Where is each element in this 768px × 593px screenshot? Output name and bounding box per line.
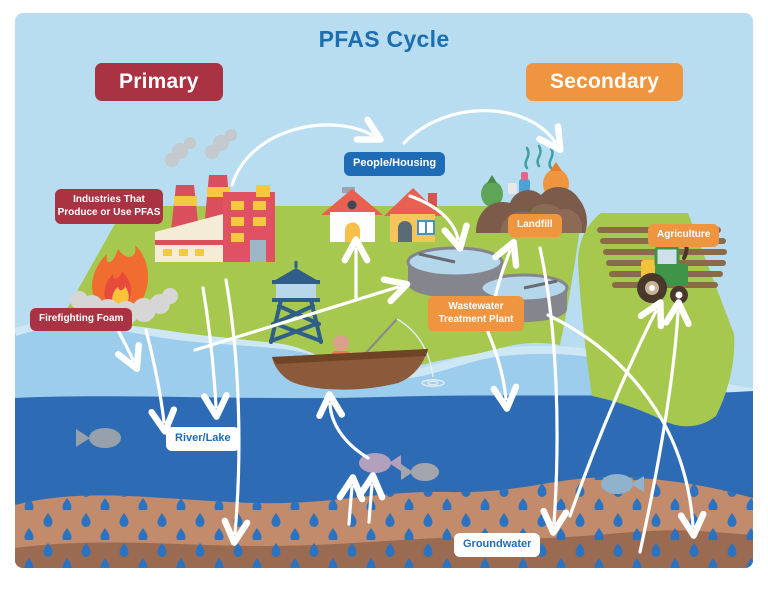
fishing-boat-icon [272,318,445,390]
secondary-legend-badge: Secondary [526,63,684,101]
primary-legend-badge: Primary [95,63,223,101]
water-tower-icon [269,261,323,344]
label-firefighting-foam: Firefighting Foam [30,308,133,331]
arrow-plant-to-groundwater-right [546,313,707,539]
tractor-field-icon [637,240,689,304]
arrow-foam-to-river [144,328,178,435]
arrow-fish-to-boat [316,391,370,460]
flow-arrows [115,109,707,554]
houses-icon [321,187,442,242]
arrow-groundwater-up-1 [336,474,366,526]
arrow-groundwater-to-agri-1 [568,299,665,518]
arrow-industry-to-groundwater [221,278,251,546]
arrow-plant-to-river [486,330,520,412]
arrow-houses-to-plant [408,194,470,252]
factory-icon [155,129,275,262]
arrow-factory-to-people [230,116,384,187]
arrow-people-to-landfill [402,109,564,154]
label-agriculture: Agriculture [648,224,720,247]
label-industries: Industries That Produce or Use PFAS [55,189,163,224]
label-groundwater: Groundwater [454,533,541,557]
label-people-housing: People/Housing [344,152,446,176]
arrow-groundwater-up-2 [356,472,386,524]
label-wastewater: Wastewater Treatment Plant [428,296,524,331]
arrow-foam-to-water [115,326,142,372]
fish-icon [76,428,644,494]
label-river-lake: River/Lake [166,427,240,451]
arrow-water-to-plant [193,276,411,352]
arrow-landfill-to-groundwater [538,246,570,536]
groundwater-drops-icon [15,476,753,568]
treatment-tanks-icon [406,246,569,322]
label-landfill: Landfill [508,214,562,237]
arrow-industry-to-river [201,286,230,420]
diagram-title: PFAS Cycle [318,26,450,52]
